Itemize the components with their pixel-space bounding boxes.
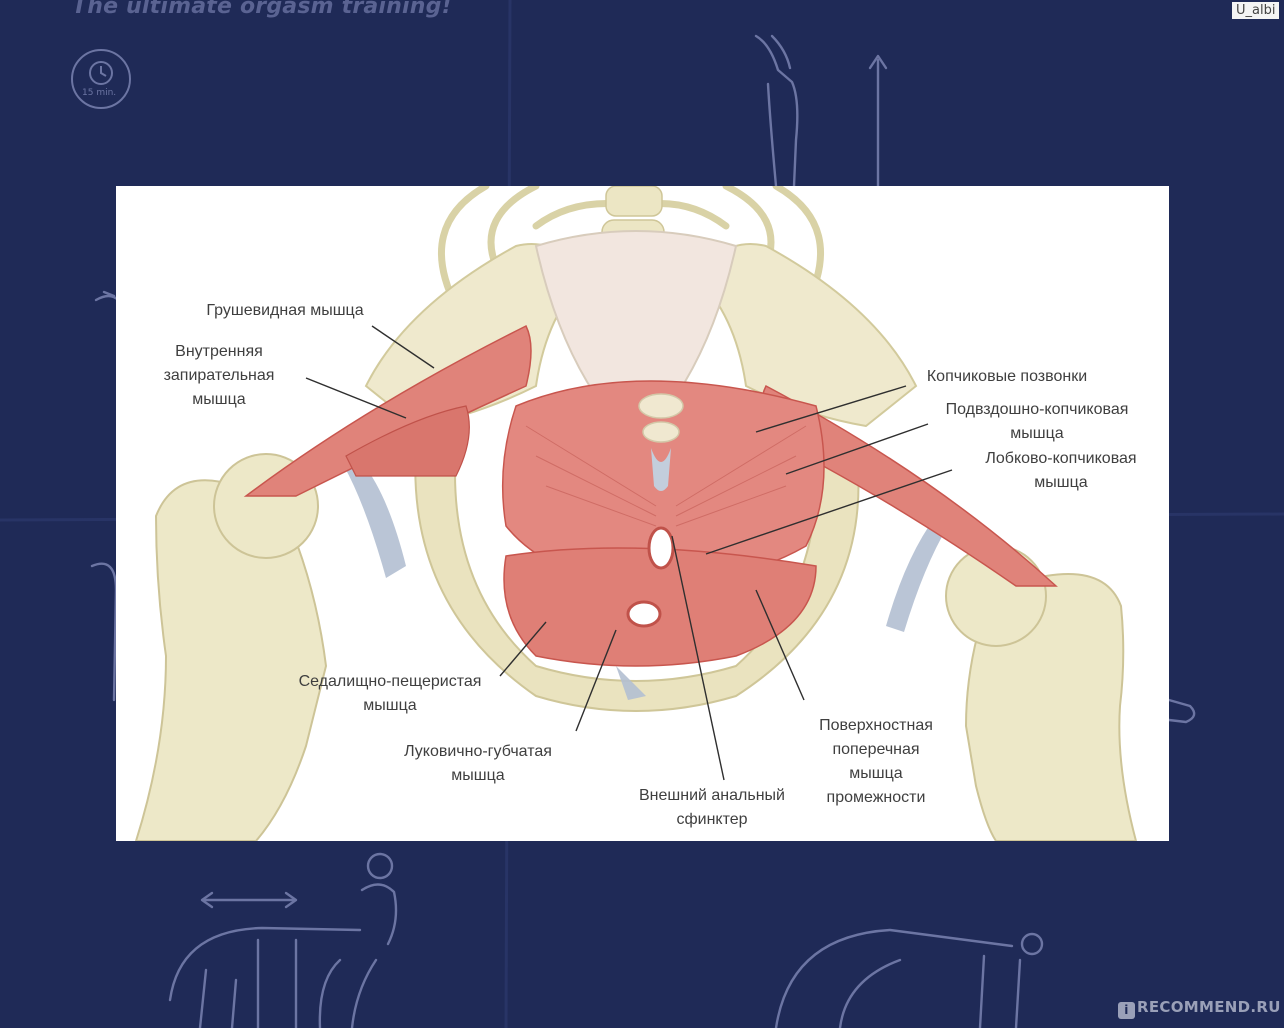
label-line: поперечная [832, 741, 920, 758]
label-line: Лобково-копчиковая [985, 450, 1137, 467]
anal-opening [647, 526, 675, 570]
label-line: Копчиковые позвонки [926, 368, 1088, 385]
label-line: Подвздошно-копчиковая [945, 401, 1129, 418]
urogenital-opening [626, 600, 662, 628]
label-line: мышца [1010, 425, 1064, 442]
timer-icon [71, 49, 131, 109]
label-line: Поверхностная [819, 717, 933, 734]
label-piriformis: Грушевидная мышца [180, 299, 390, 323]
label-line: сфинктер [676, 811, 748, 828]
label-line: Внутренняя [175, 343, 263, 360]
pelvis-illustration [134, 186, 1138, 841]
label-line: Седалищно-пещеристая [298, 673, 482, 690]
app-tagline: The ultimate orgasm training! [72, 0, 452, 19]
pelvic-floor-diagram: Грушевидная мышца Внутренняя запирательн… [116, 186, 1169, 841]
label-superficial-transverse-perineal: Поверхностная поперечная мышца промежнос… [796, 714, 956, 810]
label-line: мышца [451, 767, 505, 784]
label-line: запирательная [163, 367, 275, 384]
label-line: Луковично-губчатая [404, 743, 552, 760]
timer-duration-label: 15 min. [82, 88, 117, 98]
coccyx [638, 393, 684, 443]
recommend-logo-icon: i [1118, 1002, 1135, 1019]
user-tag: U_albi [1232, 2, 1280, 19]
label-obturator-internus: Внутренняя запирательная мышца [144, 340, 294, 412]
label-line: мышца [849, 765, 903, 782]
muscle-fibers [525, 425, 807, 527]
label-line: мышца [192, 391, 246, 408]
label-line: мышца [1034, 474, 1088, 491]
label-line: мышца [363, 697, 417, 714]
watermark-text: RECOMMEND.RU [1137, 998, 1281, 1016]
joint-cartilage [344, 456, 948, 700]
label-line: промежности [826, 789, 926, 806]
leader-lines [305, 325, 953, 781]
label-pubococcygeus: Лобково-копчиковая мышца [956, 447, 1166, 495]
label-line: Грушевидная мышца [206, 302, 364, 319]
label-iliococcygeus: Подвздошно-копчиковая мышца [922, 398, 1152, 446]
label-bulbospongiosus: Луковично-губчатая мышца [378, 740, 578, 788]
anococcygeal-ligament [651, 448, 671, 491]
label-ischiocavernosus: Седалищно-пещеристая мышца [280, 670, 500, 718]
left-obturator-muscle [345, 405, 470, 477]
label-external-anal-sphincter: Внешний анальный сфинктер [612, 784, 812, 832]
label-line: Внешний анальный [639, 787, 785, 804]
label-coccygeal-vertebrae: Копчиковые позвонки [902, 365, 1112, 389]
